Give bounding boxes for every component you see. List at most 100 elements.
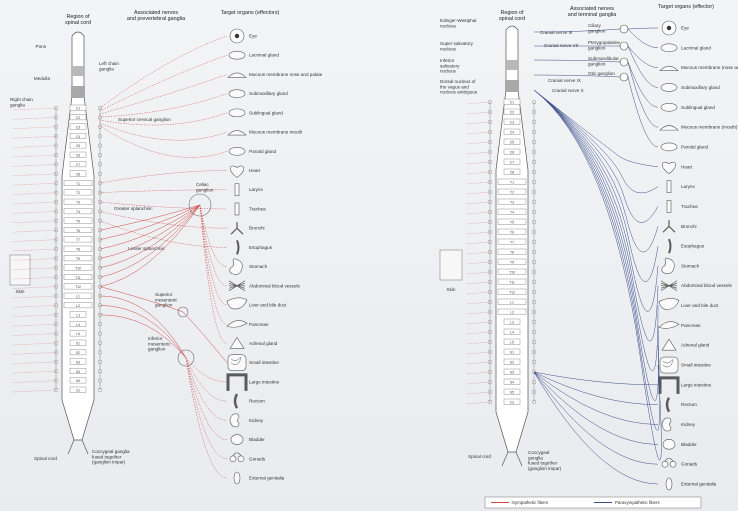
right-organ bbox=[665, 397, 671, 413]
right-organ bbox=[660, 142, 678, 152]
left-segment-box bbox=[69, 330, 87, 337]
right-nerve-label-line: Cranial nerve VII bbox=[544, 43, 578, 48]
left-label-skin: Skin bbox=[16, 289, 25, 294]
left-organ bbox=[226, 373, 248, 391]
right-nucleus-vagus-line: nucleus ambiguus bbox=[440, 90, 478, 95]
left-sympathetic-fibre bbox=[99, 35, 228, 109]
genitalia-icon bbox=[233, 471, 241, 485]
left-sympathetic-fibre bbox=[185, 357, 228, 402]
left-ganglion-celiac-line: Celiac bbox=[196, 182, 209, 187]
left-organ-label: Parotid gland bbox=[249, 149, 277, 154]
right-segment-box bbox=[503, 318, 521, 325]
right-segment-box bbox=[497, 298, 527, 305]
right-skin-fibre bbox=[465, 191, 491, 195]
left-organ bbox=[236, 239, 240, 255]
right-organ bbox=[659, 356, 679, 374]
left-skin-fibre bbox=[11, 333, 57, 336]
left-segment-box bbox=[69, 161, 87, 168]
mouth-icon bbox=[659, 125, 679, 131]
right-header-targets-line: Target organs (effector) bbox=[658, 4, 714, 10]
right-organ-label: Eye bbox=[681, 26, 689, 31]
left-segment-box bbox=[69, 358, 87, 365]
mouth-icon bbox=[227, 130, 247, 136]
right-organ-label: Trachea bbox=[681, 204, 698, 209]
left-skin-fibre bbox=[11, 267, 57, 270]
right-vagal-fibre bbox=[533, 89, 660, 431]
right-organ bbox=[659, 65, 679, 71]
right-skin-fibre bbox=[465, 301, 491, 305]
right-nucleus-edinger-westphal-line: Edinger-Westphal bbox=[440, 18, 476, 23]
right-skin-fibre bbox=[465, 281, 491, 285]
right-segment-box bbox=[497, 288, 527, 295]
right-skin-fibre bbox=[465, 271, 491, 275]
right-organ-label: Kidney bbox=[681, 422, 696, 427]
left-splanchnic-fibre bbox=[99, 305, 187, 359]
right-segment-box bbox=[503, 398, 521, 405]
left-ganglion-lesser-splanchnic-line: Lesser splanchnic bbox=[128, 246, 165, 251]
left-organ bbox=[227, 354, 247, 371]
left-sympathetic-fibre bbox=[185, 357, 228, 479]
right-cranial-fibre bbox=[533, 74, 621, 78]
left-segment-box bbox=[63, 274, 93, 280]
right-segment-label: T4 bbox=[510, 211, 514, 215]
right-segment-box bbox=[503, 328, 521, 335]
right-segment-label: T12 bbox=[509, 291, 515, 295]
left-brainstem-band bbox=[71, 66, 85, 76]
right-segment-box bbox=[503, 388, 521, 395]
left-organ bbox=[234, 202, 240, 216]
left-skin-fibre bbox=[11, 126, 57, 129]
bronchi-icon bbox=[230, 222, 244, 235]
right-organ bbox=[658, 321, 680, 329]
trachea-icon bbox=[666, 200, 672, 213]
legend-box bbox=[484, 496, 702, 509]
gland-icon bbox=[228, 108, 246, 118]
right-skin-fibre bbox=[465, 371, 491, 375]
left-organ bbox=[230, 222, 244, 235]
right-skin-fibre bbox=[465, 201, 491, 205]
left-segment-box bbox=[69, 114, 87, 121]
right-vagal-fibre bbox=[533, 89, 659, 223]
right-organ bbox=[661, 338, 677, 351]
coil bbox=[230, 357, 242, 365]
left-header-region-line: Region of bbox=[66, 14, 90, 20]
right-organ bbox=[661, 161, 677, 175]
vessels-icon bbox=[228, 280, 246, 292]
esophagus-icon bbox=[668, 238, 672, 254]
right-skin-fibre bbox=[465, 291, 491, 295]
left-skin-fibre bbox=[11, 164, 57, 167]
left-organ-label: Adrenal gland bbox=[249, 341, 278, 346]
left-skin-fibre bbox=[11, 314, 57, 317]
right-skin-fibre bbox=[465, 211, 491, 215]
left-organ-label: Abdominal blood vessels bbox=[249, 283, 301, 288]
left-organ bbox=[227, 72, 247, 78]
right-ganglion-label-line: Otic ganglion bbox=[588, 71, 615, 76]
gonads-icon bbox=[661, 460, 669, 468]
right-organ bbox=[661, 20, 677, 36]
left-segment-box bbox=[63, 236, 93, 243]
left-skin-fibre bbox=[11, 192, 57, 195]
right-skin-fibre bbox=[465, 351, 491, 355]
right-organ bbox=[659, 125, 679, 131]
right-segment-box bbox=[503, 358, 521, 365]
right-organ-label: Large intestine bbox=[681, 382, 712, 387]
right-skin-fibre bbox=[465, 401, 491, 405]
left-organ bbox=[233, 393, 239, 409]
right-segment-box bbox=[503, 138, 521, 145]
left-ganglion-superior-mesenteric-line: Superior bbox=[155, 292, 173, 297]
left-ganglion-superior-mesenteric-line: ganglion bbox=[155, 303, 173, 308]
right-organ bbox=[665, 477, 673, 491]
bladder-icon bbox=[662, 439, 676, 450]
right-skin-fibre bbox=[465, 331, 491, 335]
left-label-skin-line: Skin bbox=[16, 289, 25, 294]
left-skin-fibre bbox=[11, 258, 57, 261]
left-segment-label: L4 bbox=[76, 323, 80, 327]
left-label-left-chain-line: Left chain bbox=[99, 61, 119, 66]
gonads-icon-2 bbox=[237, 455, 245, 463]
pupil bbox=[234, 33, 240, 39]
left-segment-label: C7 bbox=[76, 163, 80, 167]
left-skin-fibre bbox=[11, 107, 57, 111]
right-segment-label: L2 bbox=[510, 311, 514, 315]
trachea-icon bbox=[234, 202, 240, 216]
